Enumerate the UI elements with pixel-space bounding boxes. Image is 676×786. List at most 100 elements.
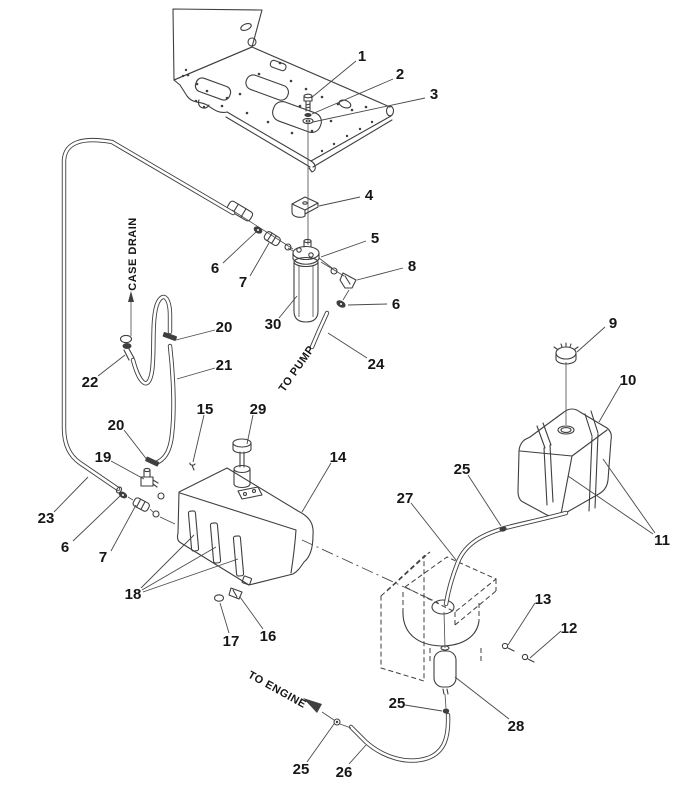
- callout-18: 18: [125, 586, 142, 603]
- plate-tab-notch: [197, 99, 210, 109]
- tank-10-outline: [517, 408, 612, 518]
- hose-23-tip: [115, 486, 123, 494]
- fitting-axis-segments: [127, 496, 176, 525]
- filter-mount-bracket: [291, 196, 319, 218]
- dipstick-stem: [239, 451, 245, 468]
- callout-7b: 7: [99, 549, 107, 566]
- barb-fitting-7a: [263, 231, 281, 247]
- callout-22: 22: [82, 374, 99, 391]
- callout-21: 21: [216, 357, 233, 374]
- lock-washer: [304, 113, 312, 117]
- callout-8: 8: [408, 258, 416, 275]
- elbow-fitting-8: [339, 272, 357, 289]
- elbow-axis-2: [342, 289, 350, 301]
- tank-14-outline: [176, 467, 314, 586]
- plate-rolled-corner: [385, 105, 395, 117]
- o-ring-6c-hole: [122, 494, 124, 496]
- filter-head-body: [292, 252, 320, 265]
- callout-10: 10: [620, 372, 637, 389]
- screw-12: [521, 653, 535, 663]
- callout-14: 14: [330, 449, 347, 466]
- fuel-cap-9: [553, 342, 579, 365]
- callout-30: 30: [265, 316, 282, 333]
- o-ring-6b-hole: [340, 303, 342, 305]
- plate-left-tab: [173, 79, 228, 113]
- callout-17: 17: [223, 633, 240, 650]
- fuel-hose-26: [348, 712, 451, 763]
- fuel-tank: [517, 342, 612, 518]
- alignment-centerline: [301, 539, 442, 605]
- dipstick-cap-side: [232, 442, 252, 454]
- callout-28: 28: [508, 718, 525, 735]
- hose-clamp-20b: [145, 456, 160, 467]
- hose-23: [61, 137, 236, 492]
- fitting-22-body: [122, 343, 132, 349]
- callout-16: 16: [260, 628, 277, 645]
- callout-27: 27: [397, 490, 414, 507]
- tank-outlet-fitting: [241, 575, 253, 586]
- fuel-hose-26-inner: [349, 713, 450, 762]
- plug-17: [213, 594, 225, 602]
- hose-21-inner: [154, 344, 175, 465]
- callout-3: 3: [430, 86, 438, 103]
- filter-canister-shading: [298, 266, 314, 317]
- fitting-19: [140, 469, 159, 488]
- pump-hose-24-inner: [310, 311, 329, 349]
- tank-14-slots: [187, 510, 245, 577]
- callout-6b: 6: [392, 296, 400, 313]
- tank-10-straps: [536, 410, 599, 512]
- callout-labels: 1 2 3 4 5 6 7 8 6 30 24 20 21 22 15 29 1…: [38, 48, 670, 781]
- elbow-axis-1: [320, 261, 345, 277]
- callout-6c: 6: [61, 539, 69, 556]
- line-through-hole: [443, 611, 446, 649]
- bracket-left-panel: [380, 554, 425, 682]
- o-ring-6a-hole: [257, 229, 259, 231]
- plate-slots: [194, 59, 352, 133]
- bracket-hole: [431, 599, 455, 615]
- flat-washer-hole: [305, 119, 311, 123]
- callout-2: 2: [396, 66, 404, 83]
- lower-bracket-assembly: [303, 510, 569, 763]
- washer-ring: [284, 243, 292, 251]
- callout-26: 26: [336, 764, 353, 781]
- callout-25c: 25: [293, 761, 310, 778]
- hose-23-inner: [62, 138, 235, 491]
- filter-head-port-detail: [296, 247, 302, 253]
- plate-front-corner-curl: [308, 160, 316, 173]
- callout-19: 19: [95, 449, 112, 466]
- tank-14-neck: [233, 468, 251, 485]
- callout-5: 5: [371, 230, 379, 247]
- long-return-hose-23: [61, 137, 236, 494]
- to-engine-arrow: [303, 698, 322, 713]
- bolt-head: [303, 93, 313, 99]
- callout-11: 11: [654, 532, 670, 549]
- flange-slot-hole: [240, 22, 252, 32]
- leader-lines: [53, 60, 656, 765]
- filter-canister: [293, 261, 319, 323]
- filter-canister-top: [293, 256, 319, 268]
- tank-14-top-bracket: [237, 486, 263, 500]
- plate-back-edge: [173, 46, 391, 108]
- callout-20a: 20: [216, 319, 233, 336]
- tank-10-neck: [557, 425, 575, 435]
- tank-14-neck-base: [233, 483, 251, 489]
- callout-1: 1: [358, 48, 366, 65]
- to-pump-label: TO PUMP: [277, 344, 317, 395]
- bracket-lower-edges: [402, 592, 482, 664]
- fitting-22-top: [119, 334, 133, 344]
- callout-23: 23: [38, 510, 55, 527]
- tank-10-neck-inner: [560, 427, 572, 433]
- callout-7a: 7: [239, 274, 247, 291]
- callout-13: 13: [535, 591, 552, 608]
- tank-14-neck-top: [233, 464, 251, 474]
- callout-24: 24: [368, 356, 385, 373]
- clip-25a: [499, 526, 507, 532]
- callout-25a: 25: [454, 461, 471, 478]
- callout-25b: 25: [389, 695, 406, 712]
- barb-fitting-7b: [132, 497, 150, 512]
- case-drain-label: CASE DRAIN: [127, 217, 139, 290]
- plate-left-front-edge: [225, 111, 312, 168]
- clip-25c: [333, 718, 341, 726]
- bracket-panel-thickness: [386, 551, 431, 592]
